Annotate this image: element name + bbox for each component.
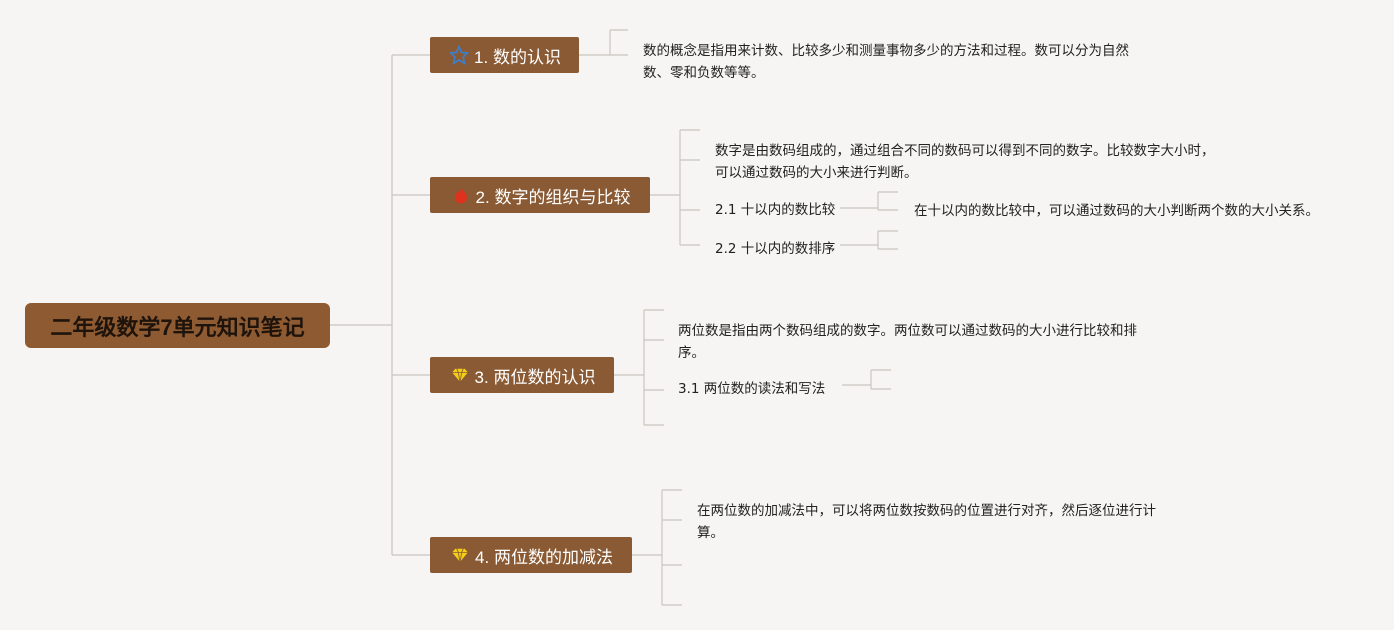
branch-node-4[interactable]: 4. 两位数的加减法 (430, 537, 632, 573)
branch-node-3[interactable]: 3. 两位数的认识 (430, 357, 614, 393)
branch-label-2: 2. 数字的组织与比较 (475, 187, 631, 207)
branch-label-4: 4. 两位数的加减法 (475, 547, 613, 567)
sub-node-2-2[interactable]: 2.2 十以内的数排序 (715, 241, 836, 257)
branch-node-2[interactable]: 2. 数字的组织与比较 (430, 177, 650, 213)
branch-text-4: 在两位数的加减法中，可以将两位数按数码的位置进行对齐，然后逐位进行计算。 (697, 503, 1156, 541)
branch-label-3: 3. 两位数的认识 (474, 367, 596, 387)
root-label: 二年级数学7单元知识笔记 (50, 314, 305, 340)
sub-node-3-1[interactable]: 3.1 两位数的读法和写法 (678, 381, 826, 397)
fire-icon (450, 184, 472, 206)
branch-text-2: 数字是由数码组成的，通过组合不同的数码可以得到不同的数字。比较数字大小时，可以通… (715, 143, 1215, 181)
sub-text-2-1: 在十以内的数比较中，可以通过数码的大小判断两个数的大小关系。 (914, 203, 1319, 219)
star-icon (448, 44, 470, 66)
diamond-icon (449, 544, 471, 566)
branch-text-3: 两位数是指由两个数码组成的数字。两位数可以通过数码的大小进行比较和排序。 (678, 323, 1137, 361)
branch-label-1: 1. 数的认识 (474, 47, 561, 67)
branch-text-1: 数的概念是指用来计数、比较多少和测量事物多少的方法和过程。数可以分为自然数、零和… (643, 43, 1129, 81)
sub-node-2-1[interactable]: 2.1 十以内的数比较 (715, 202, 836, 218)
branch-node-1[interactable]: 1. 数的认识 (430, 37, 579, 73)
diamond-icon (449, 364, 471, 386)
root-node[interactable]: 二年级数学7单元知识笔记 (25, 303, 330, 348)
